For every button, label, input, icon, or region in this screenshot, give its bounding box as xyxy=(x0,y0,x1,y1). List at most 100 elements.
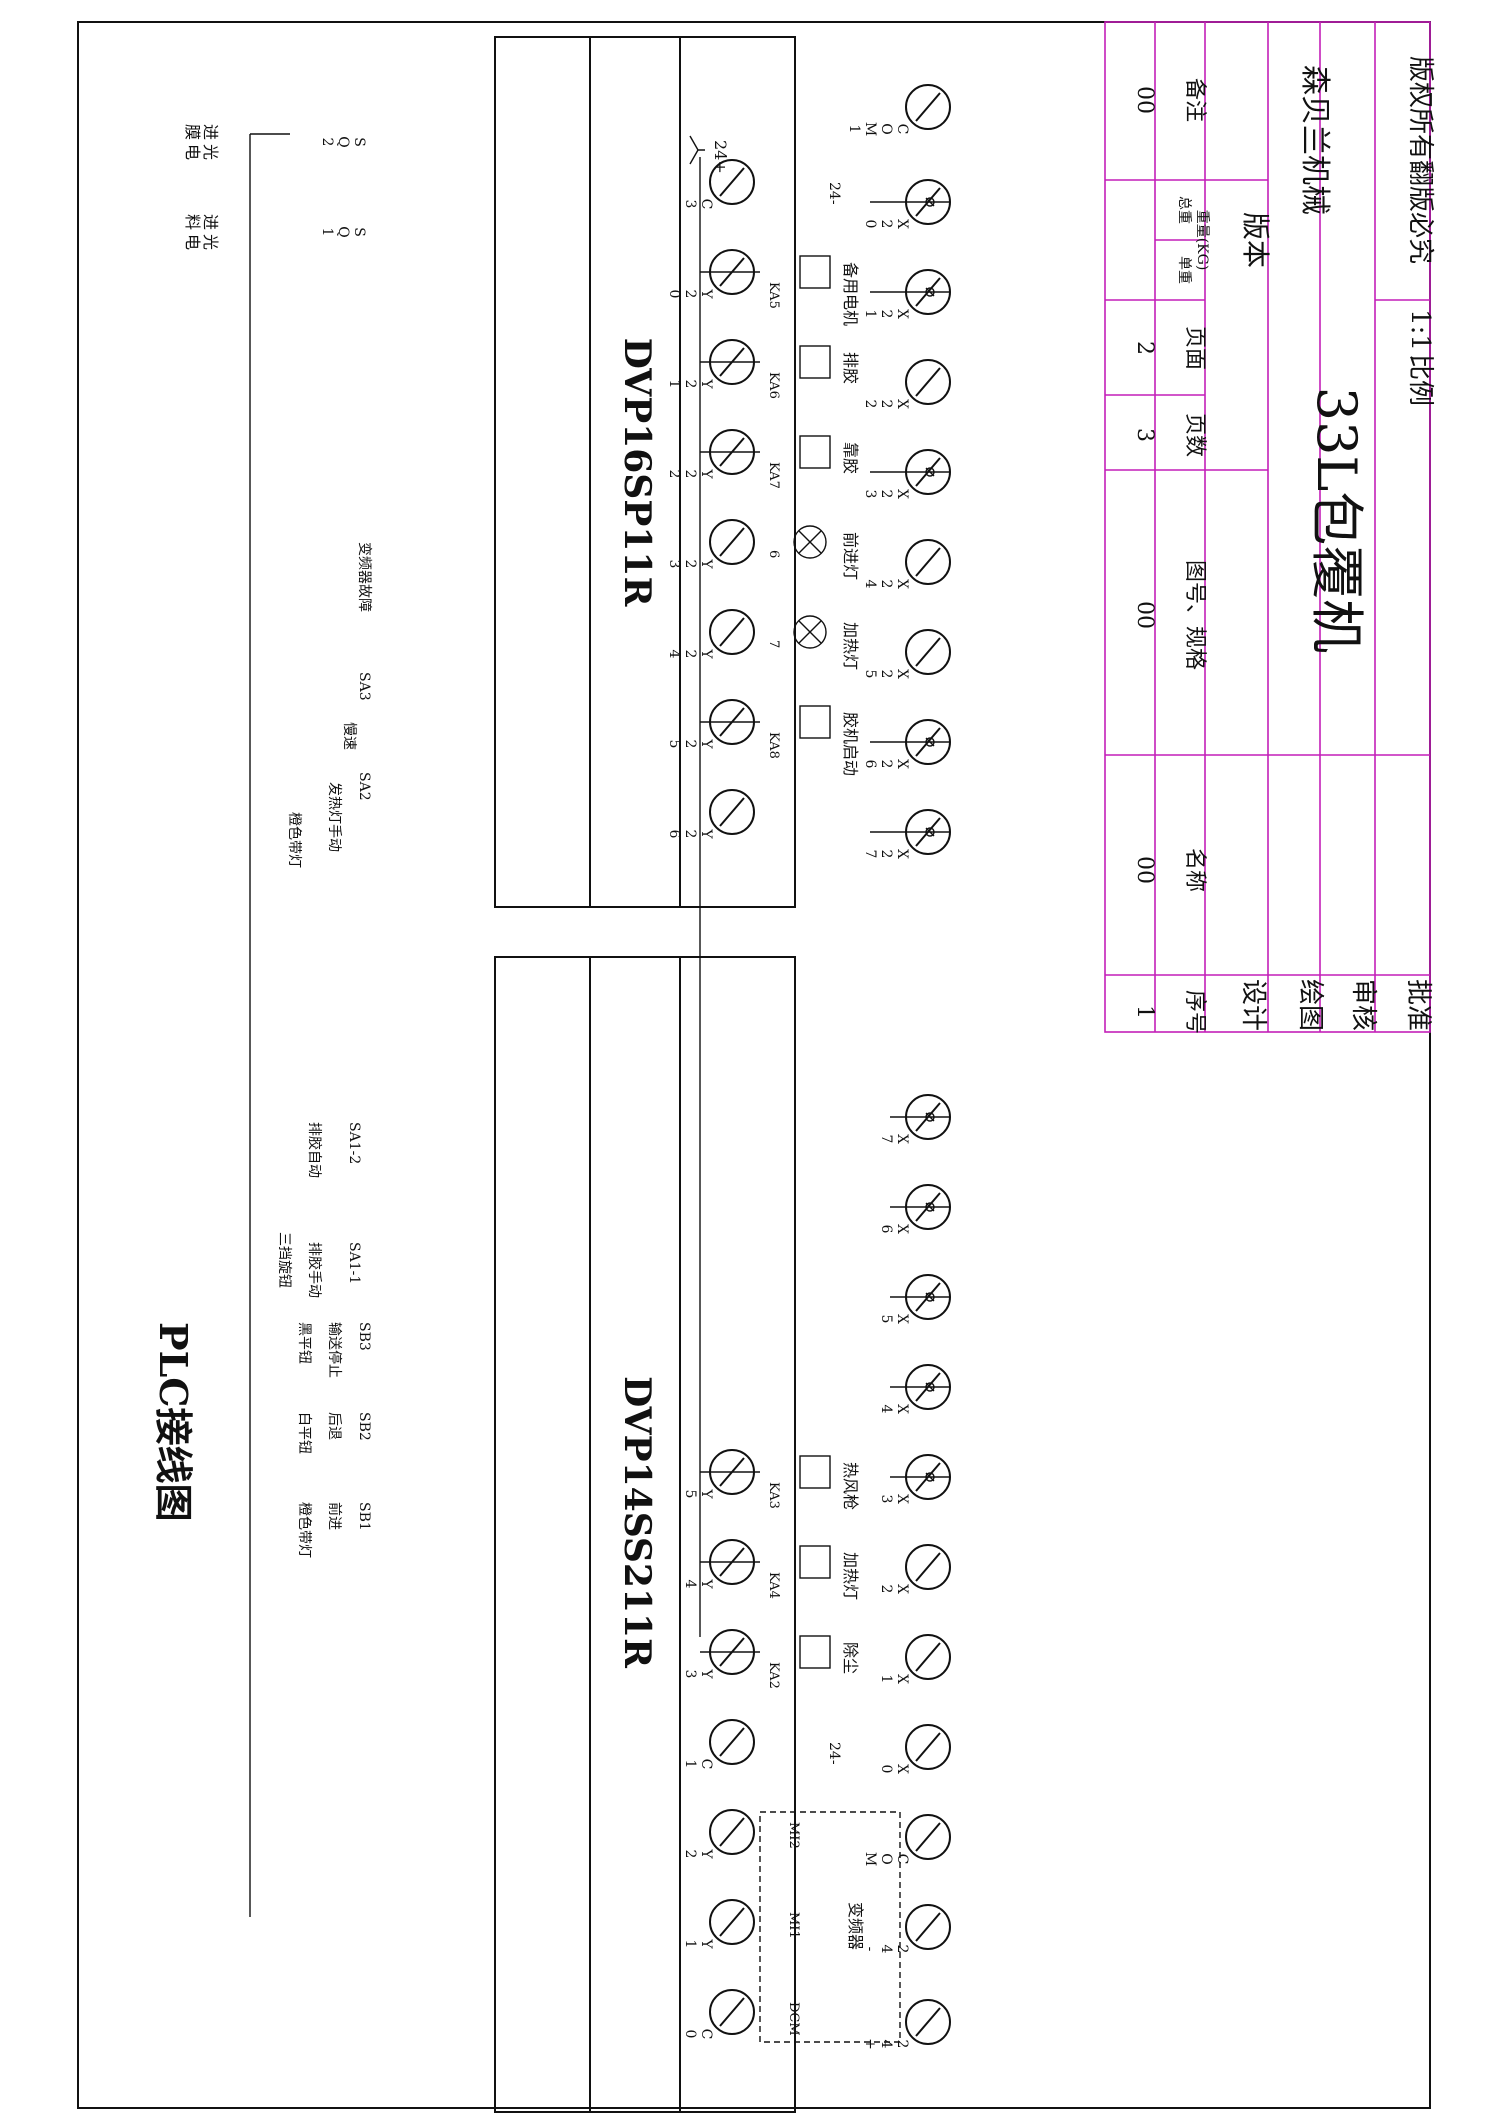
svg-text:4: 4 xyxy=(682,1580,698,1589)
svg-text:2: 2 xyxy=(878,670,894,679)
svg-text:X: X xyxy=(894,1314,910,1324)
svg-text:O: O xyxy=(878,1853,894,1864)
svg-text:2: 2 xyxy=(878,760,894,769)
svg-text:5: 5 xyxy=(862,670,878,679)
svg-text:1: 1 xyxy=(862,310,878,319)
svg-text:C: C xyxy=(698,1759,714,1770)
plc-upper-model: DVP16SP11R xyxy=(616,338,658,608)
svg-text:6: 6 xyxy=(666,830,682,839)
ka7-coil xyxy=(799,435,831,469)
svg-text:4: 4 xyxy=(878,1405,894,1414)
c3-24m: 24- xyxy=(826,182,842,205)
svg-text:2: 2 xyxy=(862,400,878,409)
ka5-coil xyxy=(799,255,831,289)
tb-spec-val: 00 xyxy=(1132,601,1157,629)
plc-upper-body xyxy=(494,36,796,908)
sa2-label: 发热灯手动 xyxy=(326,782,342,852)
svg-text:光: 光 xyxy=(201,234,220,250)
svg-text:1: 1 xyxy=(666,380,682,389)
sa12-tag: SA1-2 xyxy=(346,1122,362,1164)
svg-text:5: 5 xyxy=(878,1315,894,1324)
lower-in-terminal-X1 xyxy=(905,1634,951,1680)
ka6-coil xyxy=(799,345,831,379)
upper-in-label-X27: X27 xyxy=(862,849,910,859)
lower-out-terminal-Y2 xyxy=(709,1809,755,1855)
svg-text:X: X xyxy=(894,1494,910,1504)
lower-in-label-X2: X2 xyxy=(878,1584,910,1594)
svg-text:2: 2 xyxy=(894,2040,910,2049)
svg-text:4: 4 xyxy=(878,1945,894,1954)
orange-light-label: 橙色带灯 xyxy=(286,812,303,868)
sq2-label-b: 光电 xyxy=(183,144,220,160)
ka2-label: 除尘 xyxy=(841,1642,860,1674)
svg-text:2: 2 xyxy=(878,220,894,229)
sb1-tag: SB1 xyxy=(356,1502,372,1531)
sa11-label: 排胶手动 xyxy=(306,1242,323,1298)
upper-out-label-Y23: Y23 xyxy=(666,558,714,569)
svg-text:1: 1 xyxy=(319,228,335,237)
svg-text:2: 2 xyxy=(682,650,698,659)
vfd-mi1: MI1 xyxy=(786,1912,801,1939)
lower-out-label-Y1: Y1 xyxy=(682,1938,714,1949)
svg-text:C: C xyxy=(698,2029,714,2040)
tb-row-no: 1 xyxy=(1132,1005,1157,1019)
drawing-title: PLC接线图 xyxy=(151,1322,196,1522)
svg-text:2: 2 xyxy=(682,470,698,479)
lower-in-label-X4: X4 xyxy=(878,1404,910,1414)
svg-text:Y: Y xyxy=(698,1938,714,1949)
svg-text:2: 2 xyxy=(682,830,698,839)
lower-in-terminal-24p xyxy=(905,1999,951,2045)
ka2-coil xyxy=(799,1635,831,1669)
tb-weight-unit: 重量(KG) xyxy=(1194,210,1210,271)
upper-in-label-X22: X22 xyxy=(862,399,910,409)
tb-scale-label: 比例 xyxy=(1405,354,1435,406)
ka3-label: 热风枪 xyxy=(841,1462,860,1510)
svg-text:3: 3 xyxy=(666,560,682,569)
y24-wire: 7 xyxy=(766,640,781,648)
svg-text:X: X xyxy=(894,1584,910,1594)
tb-copyright: 版权所有翻版必究 xyxy=(1405,56,1435,264)
upper-out-label-Y21: Y21 xyxy=(666,378,714,389)
lower-out-label-C1: C1 xyxy=(682,1759,714,1770)
svg-text:电: 电 xyxy=(183,144,202,160)
tb-page-count-val: 3 xyxy=(1132,428,1157,442)
svg-text:Y: Y xyxy=(698,828,714,839)
tb-remark: 备注 xyxy=(1182,78,1207,122)
lower-in-label-X0: X0 xyxy=(878,1764,910,1774)
svg-text:X: X xyxy=(894,759,910,769)
ka3-tag: KA3 xyxy=(766,1482,781,1509)
svg-text:O: O xyxy=(878,123,894,134)
svg-text:2: 2 xyxy=(878,490,894,499)
svg-text:3: 3 xyxy=(878,1495,894,1504)
svg-text:Y: Y xyxy=(698,378,714,389)
svg-text:Y: Y xyxy=(698,738,714,749)
svg-text:X: X xyxy=(894,1674,910,1684)
svg-text:C: C xyxy=(698,199,714,210)
svg-text:0: 0 xyxy=(682,2030,698,2039)
svg-text:Y: Y xyxy=(698,1848,714,1859)
tb-spec-label: 图号、规格 xyxy=(1182,560,1207,670)
bus-24v-label: 24+ xyxy=(711,140,730,174)
svg-text:Y: Y xyxy=(698,1488,714,1499)
sa3-tag: SA3 xyxy=(356,672,372,701)
upper-in-label-X25: X25 xyxy=(862,669,910,679)
ka8-coil xyxy=(799,705,831,739)
svg-text:Y: Y xyxy=(698,648,714,659)
upper-in-terminal-X25 xyxy=(905,629,951,675)
svg-text:Y: Y xyxy=(698,288,714,299)
ka8-tag: KA8 xyxy=(766,732,781,759)
svg-text:2: 2 xyxy=(682,740,698,749)
tb-draw: 绘图 xyxy=(1295,979,1325,1031)
lower-out-label-C0: C0 xyxy=(682,2029,714,2040)
sb1-label: 前进 xyxy=(326,1502,343,1530)
tb-design: 设计 xyxy=(1238,979,1268,1031)
svg-text:2: 2 xyxy=(666,470,682,479)
tb-approve: 批准 xyxy=(1403,979,1433,1031)
knob3-label: 三挡旋钮 xyxy=(276,1232,292,1288)
lower-out-terminal-Y1 xyxy=(709,1899,755,1945)
upper-in-label-X23: X23 xyxy=(862,489,910,499)
upper-out-label-C3: C3 xyxy=(682,199,714,210)
svg-text:X: X xyxy=(894,1404,910,1414)
ka5-label: 备用电机 xyxy=(841,262,860,326)
ka8-label: 胶机启动 xyxy=(841,712,860,776)
